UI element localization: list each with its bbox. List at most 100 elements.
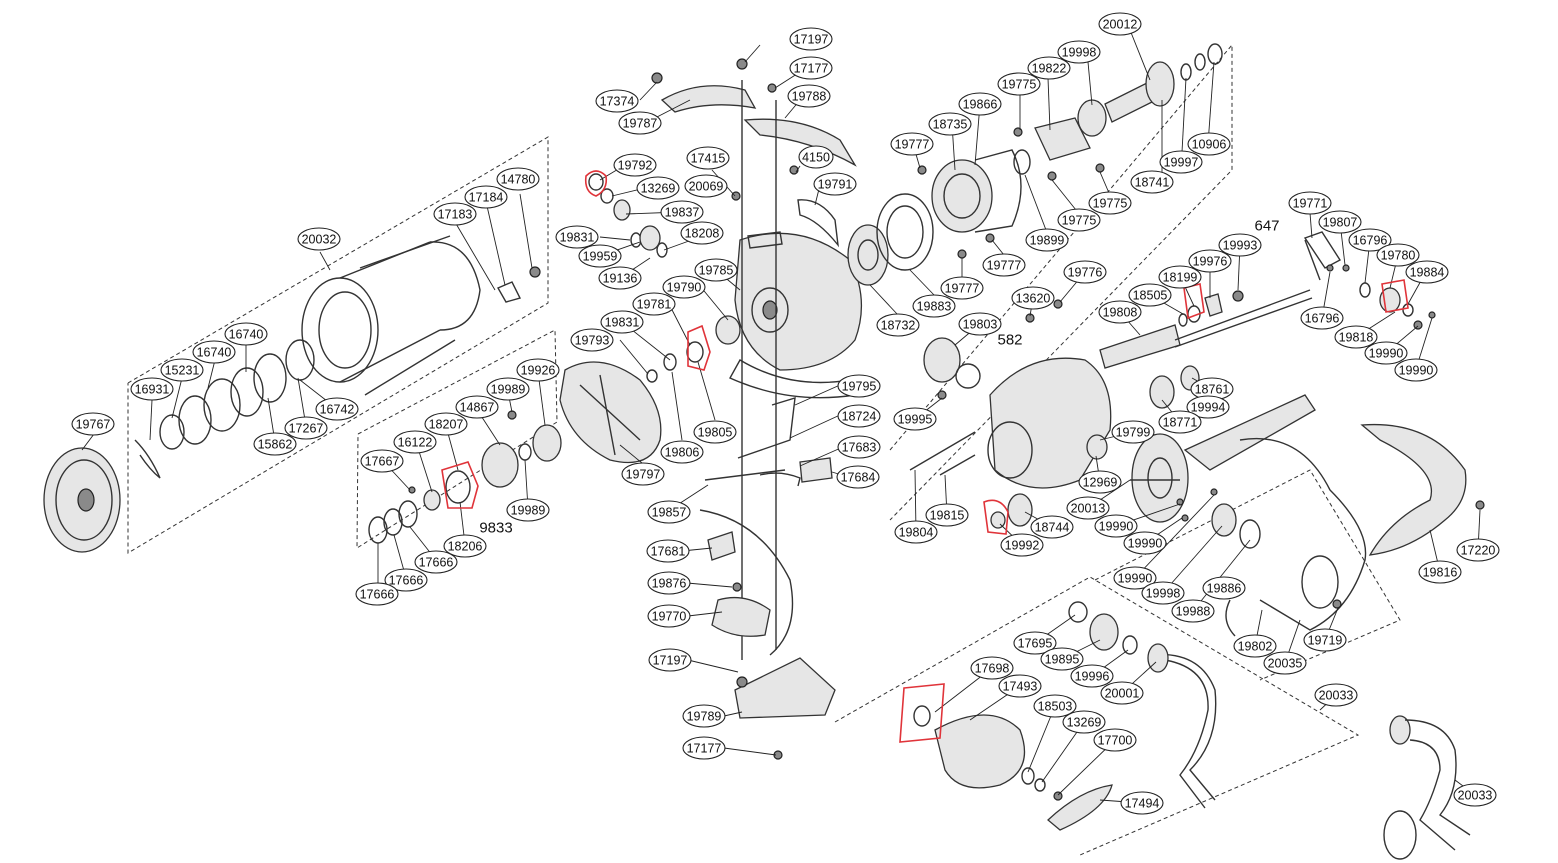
part-callout: 19785	[694, 258, 738, 282]
part-callout: 18505	[1128, 283, 1172, 307]
callout-oval	[393, 430, 437, 454]
part-number: 19895	[1045, 653, 1080, 667]
part-callout: 17493	[998, 674, 1042, 698]
part-number: 19790	[667, 281, 702, 295]
callout-oval	[789, 56, 833, 80]
part-number: 16122	[398, 436, 433, 450]
callout-oval	[578, 244, 622, 268]
part-number: 19805	[698, 426, 733, 440]
part-number: 17220	[1461, 544, 1496, 558]
part-number: 19777	[945, 282, 980, 296]
main-gear	[990, 433, 1189, 529]
part-callout: 19815	[925, 503, 969, 527]
part-number: 19771	[1293, 197, 1328, 211]
part-number: 19775	[1002, 78, 1037, 92]
drag-assembly-box	[356, 329, 558, 549]
part-callout: 19795	[837, 374, 881, 398]
part-number: 19777	[987, 259, 1022, 273]
part-callout: 19995	[893, 407, 937, 431]
part-number: 17183	[438, 208, 473, 222]
part-number: 17197	[653, 654, 688, 668]
callout-oval	[443, 534, 487, 558]
part-number: 19886	[1207, 582, 1242, 596]
callout-oval	[384, 568, 428, 592]
handle-assembly-box	[834, 576, 1360, 856]
callout-oval	[1348, 228, 1392, 252]
part-callout: 19787	[618, 111, 662, 135]
callout-oval	[1186, 395, 1230, 419]
rotor-frame	[729, 232, 863, 399]
part-number: 19818	[1339, 331, 1374, 345]
part-callout: 19136	[598, 266, 642, 290]
part-number: 19780	[1381, 249, 1416, 263]
part-callout: 17267	[284, 416, 328, 440]
part-number: 19996	[1075, 670, 1110, 684]
part-callout: 20033	[1453, 783, 1497, 807]
part-callout: 19781	[632, 292, 676, 316]
callout-oval	[958, 312, 1002, 336]
part-number: 18741	[1135, 176, 1170, 190]
callout-oval	[1159, 150, 1203, 174]
part-number: 17666	[360, 588, 395, 602]
part-callout: 16122	[393, 430, 437, 454]
spool-body	[301, 235, 481, 396]
part-callout: 17415	[686, 146, 730, 170]
part-number: 19804	[899, 526, 934, 540]
callout-oval	[647, 604, 691, 628]
part-number: 17197	[794, 33, 829, 47]
handle-arm	[1068, 601, 1217, 809]
callout-oval	[1013, 631, 1057, 655]
part-callout: 19804	[894, 520, 938, 544]
part-number: 17684	[841, 471, 876, 485]
part-callout: 17494	[1120, 791, 1164, 815]
part-callout: 17177	[789, 56, 833, 80]
callout-oval	[1158, 410, 1202, 434]
part-callout: 17684	[836, 465, 880, 489]
part-callout: 19990	[1394, 358, 1438, 382]
callout-oval	[1094, 514, 1138, 538]
bail-arm-upper	[660, 85, 857, 248]
callout-oval	[958, 92, 1002, 116]
part-callout: 17666	[384, 568, 428, 592]
part-callout: 19883	[912, 294, 956, 318]
part-callout: 16796	[1348, 228, 1392, 252]
part-number: 19866	[963, 98, 998, 112]
callout-oval	[424, 412, 468, 436]
part-number: 19816	[1423, 566, 1458, 580]
part-callout: 19996	[1070, 664, 1114, 688]
part-callout: 19857	[647, 500, 691, 524]
callout-oval	[648, 648, 692, 672]
part-callout: 18207	[424, 412, 468, 436]
callout-oval	[1158, 265, 1202, 289]
callout-oval	[1057, 208, 1101, 232]
callout-oval	[970, 656, 1014, 680]
callout-oval	[1066, 496, 1110, 520]
part-callout: 19802	[1233, 634, 1277, 658]
part-callout: 19771	[1288, 191, 1332, 215]
callout-oval	[1202, 576, 1246, 600]
part-number: 16931	[135, 383, 170, 397]
callout-oval	[647, 500, 691, 524]
part-callout: 16931	[130, 377, 174, 401]
callout-oval	[647, 571, 691, 595]
callout-oval	[837, 435, 881, 459]
callout-oval	[555, 225, 599, 249]
part-number: 13269	[641, 182, 676, 196]
callout-oval	[1098, 12, 1142, 36]
part-number: 18724	[842, 410, 877, 424]
part-callout: 10906	[1187, 132, 1231, 156]
free-label: 9833	[479, 520, 512, 537]
part-number: 19822	[1032, 62, 1067, 76]
part-number: 17415	[691, 152, 726, 166]
part-number: 19995	[898, 413, 933, 427]
part-callout: 19816	[1418, 560, 1462, 584]
callout-oval	[1418, 560, 1462, 584]
part-number: 20012	[1103, 18, 1138, 32]
part-number: 18761	[1195, 383, 1230, 397]
callout-oval	[1364, 341, 1408, 365]
callout-oval	[1011, 286, 1055, 310]
callout-oval	[570, 328, 614, 352]
part-callout: 19775	[1057, 208, 1101, 232]
callout-oval	[1171, 599, 1215, 623]
